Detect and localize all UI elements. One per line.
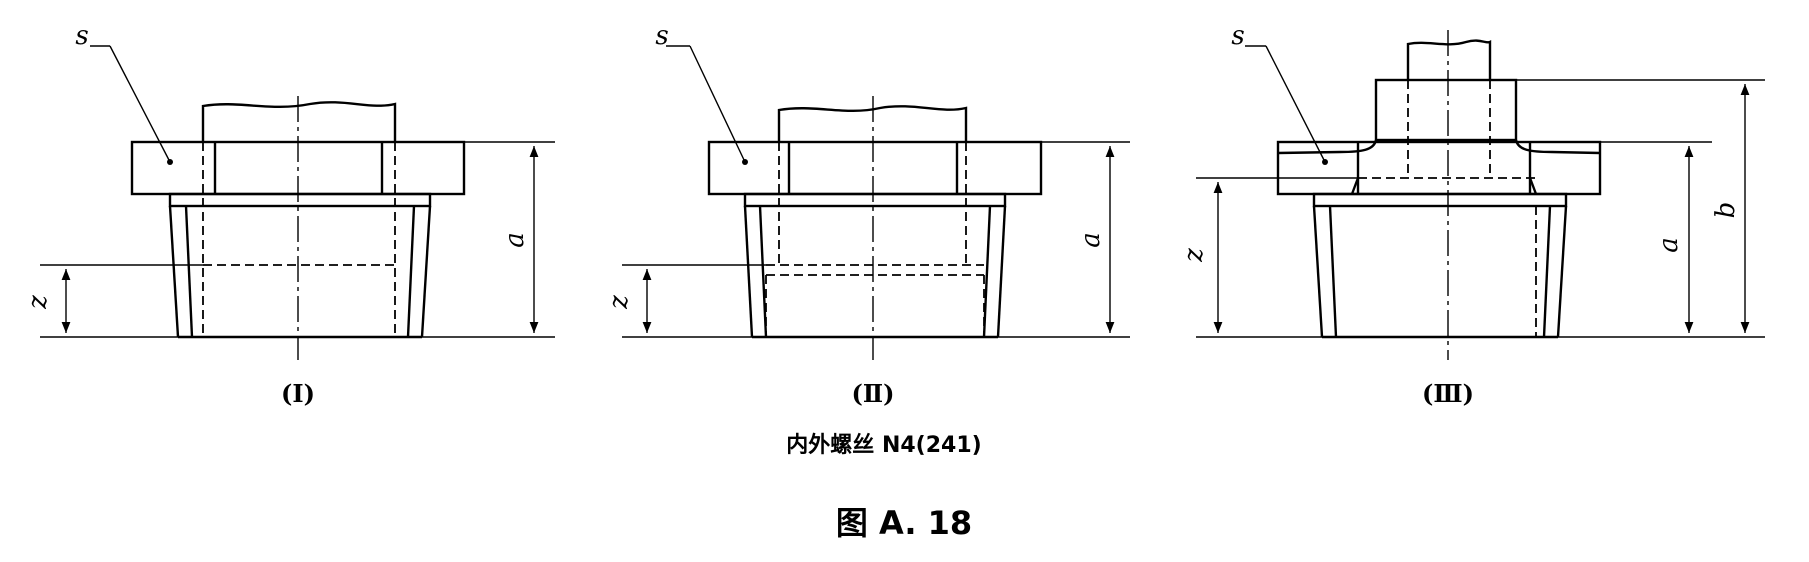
panel-2-drawing bbox=[622, 45, 1130, 360]
panel-1-z-label: z bbox=[23, 295, 53, 310]
panel-2-label: (Ⅱ) bbox=[852, 379, 895, 408]
panel-2-z-label: z bbox=[604, 295, 634, 310]
panel-3-label: (Ⅲ) bbox=[1422, 379, 1474, 408]
panel-2-s-label: s bbox=[655, 21, 668, 51]
figure-caption: 内外螺丝 N4(241) bbox=[786, 432, 981, 458]
panel-1-label: (Ⅰ) bbox=[281, 379, 315, 408]
panel-3-drawing bbox=[1196, 30, 1765, 360]
panel-2-a-label: a bbox=[1076, 232, 1106, 248]
figure-title: 图 A. 18 bbox=[836, 504, 972, 542]
panel-1-drawing bbox=[40, 45, 555, 360]
panel-3-a-label: a bbox=[1654, 237, 1684, 253]
panel-1-a-label: a bbox=[500, 232, 530, 248]
panel-3-z-label: z bbox=[1179, 248, 1209, 263]
panel-3-b-label: b bbox=[1711, 202, 1741, 219]
panel-1-s-label: s bbox=[75, 21, 88, 51]
panel-3-s-label: s bbox=[1231, 21, 1244, 51]
